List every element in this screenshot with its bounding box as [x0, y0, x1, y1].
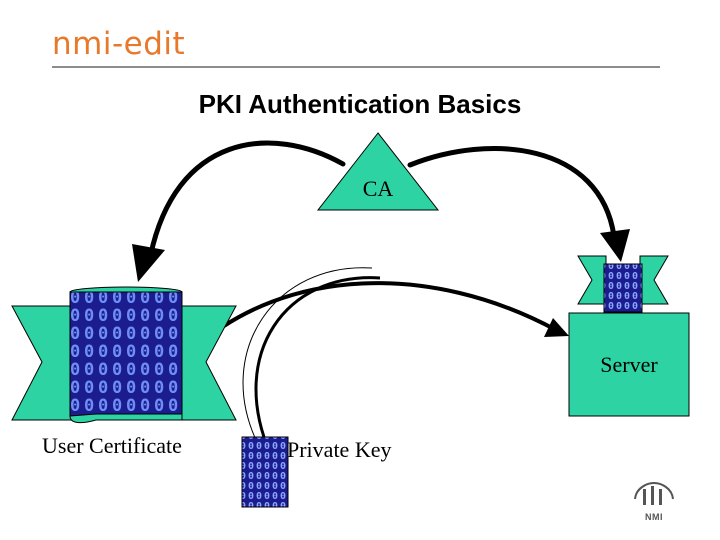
- certificate-banner-right: [177, 305, 237, 421]
- server-box: [568, 312, 690, 417]
- server-label: Server: [600, 352, 658, 377]
- arrowhead-server-side: [544, 318, 569, 337]
- arrowhead-server-top: [600, 229, 630, 262]
- arrowhead-user: [132, 244, 165, 282]
- private-key-graphic: [241, 436, 289, 508]
- server-graphic: [568, 255, 690, 417]
- private-key-label: Private Key: [287, 437, 392, 462]
- brand-logo-text: nmi-edit: [52, 26, 186, 62]
- server-cert-banner-left: [577, 255, 607, 305]
- line-private-key-to-server: [254, 276, 381, 454]
- scroll-curl-bottom: [69, 413, 183, 424]
- arrow-ca-to-server: [407, 146, 617, 239]
- slide-title: PKI Authentication Basics: [198, 89, 522, 119]
- nmi-logo-text: NMI: [645, 512, 663, 522]
- line-private-key-to-server-inner: [242, 267, 373, 441]
- ca-triangle: [316, 132, 440, 211]
- certificate-banner-left: [11, 305, 73, 421]
- nmi-logo-icon: [634, 481, 674, 505]
- user-certificate-graphic: [11, 286, 237, 424]
- server-cert-banner-right: [639, 255, 669, 305]
- private-key-binary-panel: [241, 436, 289, 508]
- ca-label: CA: [362, 176, 394, 201]
- certificate-binary-panel: [69, 291, 183, 417]
- user-certificate-label: User Certificate: [42, 433, 182, 458]
- arrow-ca-to-user: [147, 140, 346, 261]
- arrow-user-to-server: [193, 281, 558, 350]
- server-cert-binary-panel: [603, 263, 643, 313]
- header-divider: [52, 66, 660, 68]
